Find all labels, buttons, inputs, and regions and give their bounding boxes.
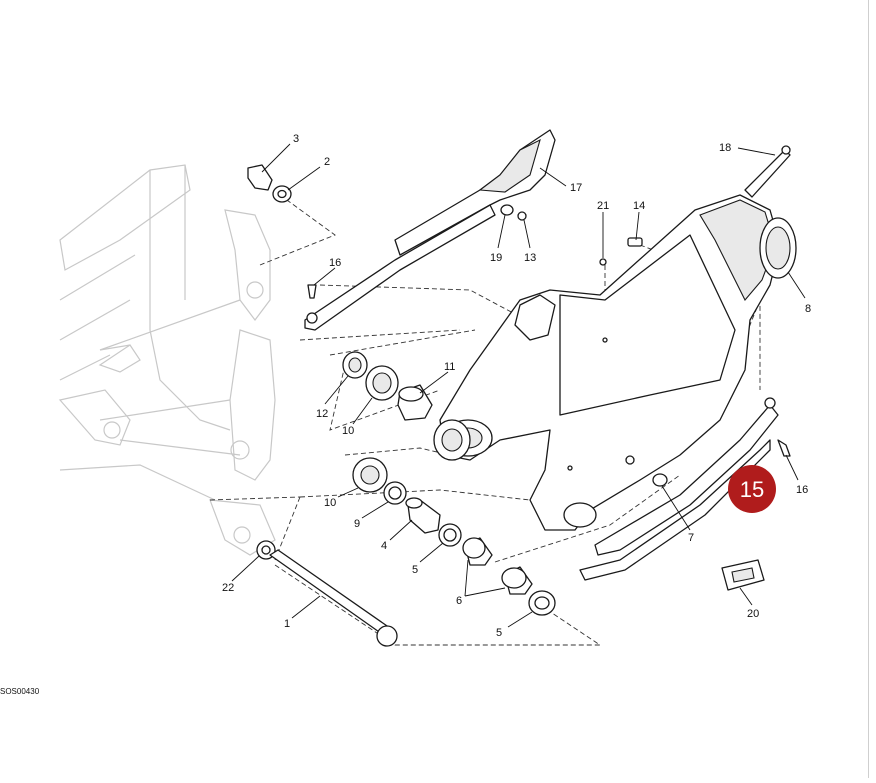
callout-10-upper: 10 <box>342 425 354 437</box>
callout-11: 11 <box>444 361 455 373</box>
callout-21: 21 <box>597 200 609 212</box>
callout-5-lower: 5 <box>496 627 502 639</box>
callout-leaders <box>231 143 806 628</box>
callout-22: 22 <box>222 582 234 594</box>
callout-6: 6 <box>456 595 462 607</box>
callout-18: 18 <box>719 142 731 154</box>
callout-20: 20 <box>747 608 759 620</box>
callout-17: 17 <box>570 182 582 194</box>
callout-10-lower: 10 <box>324 497 336 509</box>
badge-label: 15 <box>740 477 764 502</box>
callout-13: 13 <box>524 252 536 264</box>
callout-labels: 3 2 17 18 21 14 19 13 16 8 11 12 10 16 1… <box>222 133 811 639</box>
callout-2: 2 <box>324 156 330 168</box>
reference-code: SOS00430 <box>0 687 40 696</box>
small-parts[interactable] <box>247 145 791 591</box>
callout-16-top: 16 <box>329 257 341 269</box>
callout-9: 9 <box>354 518 360 530</box>
callout-16-right: 16 <box>796 484 808 496</box>
callout-8: 8 <box>805 303 811 315</box>
frame-outline <box>58 164 276 556</box>
part-badge: 15 <box>728 465 776 513</box>
callout-1: 1 <box>284 618 290 630</box>
lower-chain-slider[interactable] <box>579 397 779 581</box>
callout-5-upper: 5 <box>412 564 418 576</box>
bearings-spacers[interactable] <box>256 351 556 647</box>
callout-12: 12 <box>316 408 328 420</box>
badge-circle <box>728 465 776 513</box>
callout-14: 14 <box>633 200 645 212</box>
callout-7: 7 <box>688 532 694 544</box>
right-edge-divider <box>868 0 869 778</box>
callout-19: 19 <box>490 252 502 264</box>
callout-4: 4 <box>381 540 387 552</box>
callout-3: 3 <box>293 133 299 145</box>
swingarm[interactable] <box>439 194 797 531</box>
chain-guard[interactable] <box>304 129 556 331</box>
